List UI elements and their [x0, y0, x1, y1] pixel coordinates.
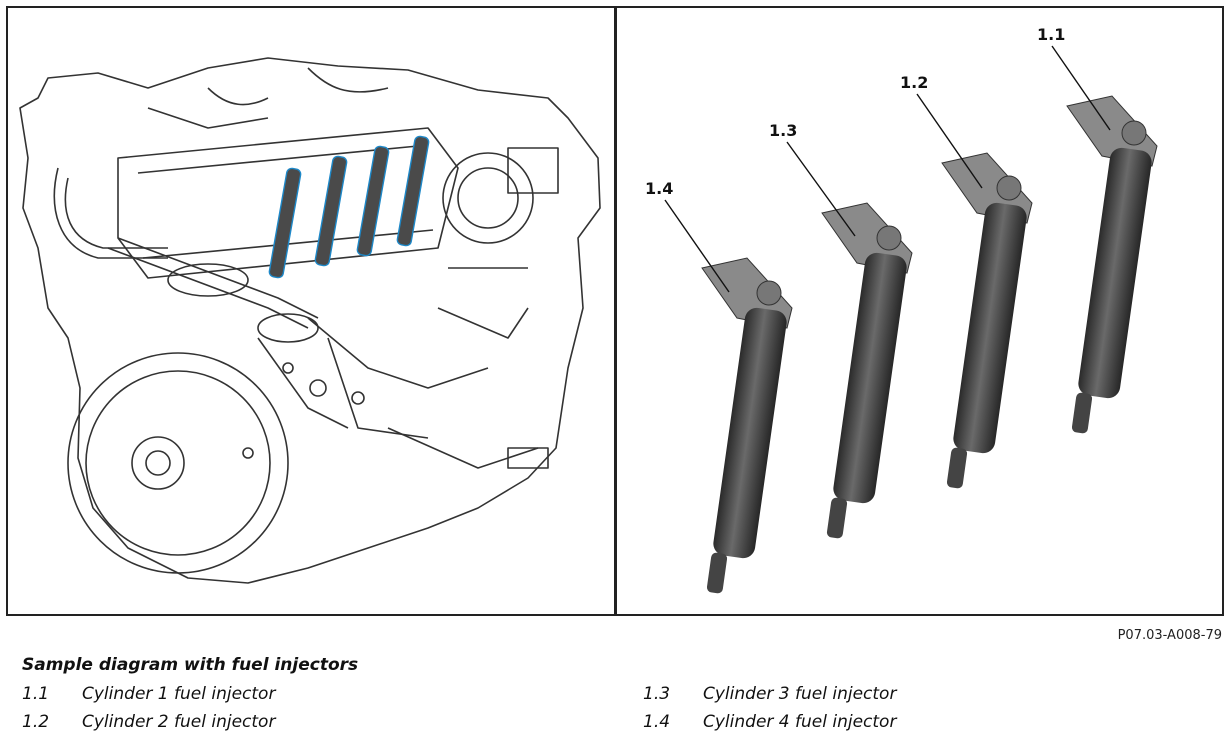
injector-cylinder-1 [1066, 95, 1158, 434]
caption-title: Sample diagram with fuel injectors [22, 655, 359, 675]
figure-id: P07.03-A008-79 [1117, 628, 1222, 643]
legend-item: 1.1 Cylinder 1 fuel injector [22, 684, 275, 704]
leader-line-1-4 [664, 199, 730, 293]
callout-1-2: 1.2 [900, 73, 928, 92]
legend-item: 1.2 Cylinder 2 fuel injector [22, 712, 275, 732]
legend-label: Cylinder 1 fuel injector [82, 684, 276, 704]
panel-divider [614, 8, 617, 614]
leader-line-1-2 [916, 93, 983, 189]
engine-line-drawing [19, 57, 601, 584]
injector-cylinder-4 [701, 257, 793, 594]
legend-number: 1.1 [22, 684, 50, 704]
legend-number: 1.3 [643, 684, 671, 704]
injectors-panel: 1.1 1.2 1.3 1.4 [617, 8, 1222, 614]
legend-item: 1.3 Cylinder 3 fuel injector [643, 684, 896, 704]
figure-frame: 1.1 1.2 1.3 1.4 [6, 6, 1224, 616]
engine-illustration-panel [8, 8, 614, 614]
injector-cylinder-2 [941, 152, 1033, 489]
injector-set-illustration: 1.1 1.2 1.3 1.4 [645, 25, 1158, 594]
callout-1-4: 1.4 [645, 179, 673, 198]
legend-label: Cylinder 3 fuel injector [703, 684, 897, 704]
legend-item: 1.4 Cylinder 4 fuel injector [643, 712, 896, 732]
callout-1-3: 1.3 [769, 121, 797, 140]
callout-1-1: 1.1 [1037, 25, 1065, 44]
legend-number: 1.2 [22, 712, 50, 732]
legend-label: Cylinder 4 fuel injector [703, 712, 897, 732]
leader-line-1-3 [786, 141, 856, 237]
legend-number: 1.4 [643, 712, 671, 732]
injector-cylinder-3 [821, 202, 913, 539]
leader-line-1-1 [1051, 45, 1111, 131]
legend-label: Cylinder 2 fuel injector [82, 712, 276, 732]
